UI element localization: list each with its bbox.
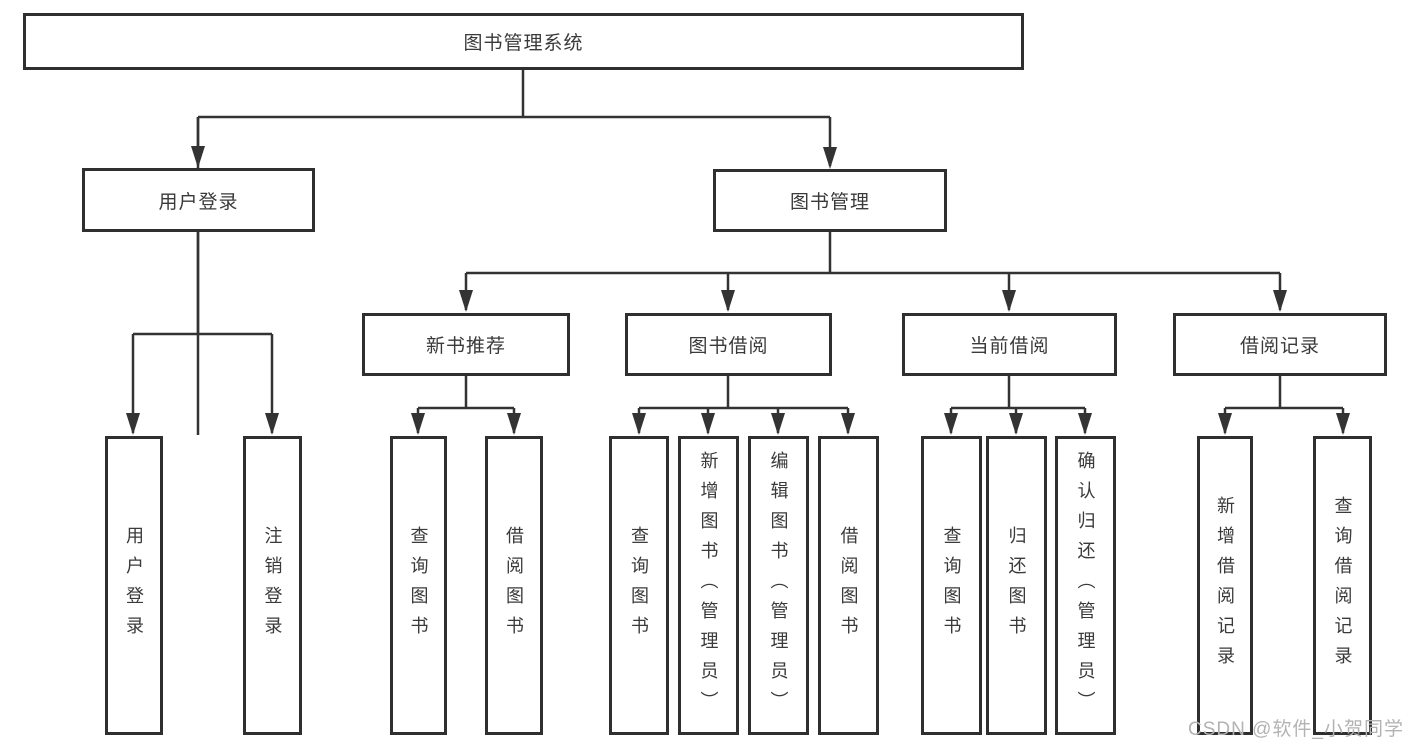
leaf-query-book-label: 查询图书 — [629, 525, 649, 646]
node-book-borrow: 图书借阅 — [625, 313, 832, 376]
leaf-query-book-under-borrow: 查询图书 — [609, 436, 669, 735]
node-current-borrow: 当前借阅 — [902, 313, 1117, 376]
leaf-logout: 注销登录 — [243, 436, 302, 735]
connector-book-borrow — [632, 376, 855, 435]
leaf-edit-book-admin: 编辑图书（管理员） — [748, 436, 809, 735]
leaf-query-book-under-current: 查询图书 — [921, 436, 982, 735]
node-root: 图书管理系统 — [23, 13, 1024, 70]
leaf-query-book-under-newbook: 查询图书 — [390, 436, 447, 735]
leaf-add-book-admin-label: 新增图书（管理员） — [698, 450, 719, 721]
leaf-user-login-label: 用户登录 — [124, 525, 144, 646]
connector-user-login — [126, 232, 279, 435]
leaf-borrow-book-label: 借阅图书 — [504, 525, 524, 646]
leaf-borrow-book-label: 借阅图书 — [838, 525, 859, 646]
connector-current-borrow — [944, 376, 1092, 435]
leaf-logout-label: 注销登录 — [262, 525, 283, 646]
node-book-management: 图书管理 — [713, 169, 947, 232]
leaf-borrow-book-under-borrow: 借阅图书 — [818, 436, 879, 735]
leaf-add-borrow-record-label: 新增借阅记录 — [1215, 495, 1235, 676]
node-user-login: 用户登录 — [82, 168, 315, 232]
node-new-book-recommend-label: 新书推荐 — [425, 336, 506, 357]
node-borrow-record: 借阅记录 — [1173, 313, 1387, 376]
leaf-query-book-label: 查询图书 — [941, 525, 962, 646]
leaf-confirm-return-admin-label: 确认归还（管理员） — [1075, 450, 1096, 721]
leaf-query-borrow-record: 查询借阅记录 — [1313, 436, 1372, 735]
node-book-management-label: 图书管理 — [789, 192, 870, 213]
leaf-query-book-label: 查询图书 — [408, 525, 429, 646]
node-borrow-record-label: 借阅记录 — [1239, 336, 1320, 357]
node-user-login-label: 用户登录 — [158, 191, 239, 213]
connector-borrow-record — [1218, 376, 1350, 435]
leaf-user-login: 用户登录 — [105, 436, 163, 735]
csdn-watermark: CSDN @软件_小贺同学 — [1188, 719, 1404, 740]
leaf-confirm-return-admin: 确认归还（管理员） — [1055, 436, 1116, 735]
node-current-borrow-label: 当前借阅 — [969, 336, 1050, 357]
node-new-book-recommend: 新书推荐 — [362, 313, 570, 376]
leaf-return-book: 归还图书 — [986, 436, 1047, 735]
leaf-edit-book-admin-label: 编辑图书（管理员） — [768, 450, 789, 721]
node-root-label: 图书管理系统 — [463, 33, 584, 54]
leaf-return-book-label: 归还图书 — [1006, 525, 1027, 646]
leaf-add-book-admin: 新增图书（管理员） — [678, 436, 739, 735]
leaf-add-borrow-record: 新增借阅记录 — [1197, 436, 1253, 735]
leaf-borrow-book-under-newbook: 借阅图书 — [485, 436, 543, 735]
connector-new-book — [411, 376, 521, 435]
connector-book-mgmt — [459, 232, 1287, 312]
connector-root — [191, 70, 837, 435]
node-book-borrow-label: 图书借阅 — [688, 336, 769, 357]
leaf-query-borrow-record-label: 查询借阅记录 — [1332, 495, 1353, 676]
